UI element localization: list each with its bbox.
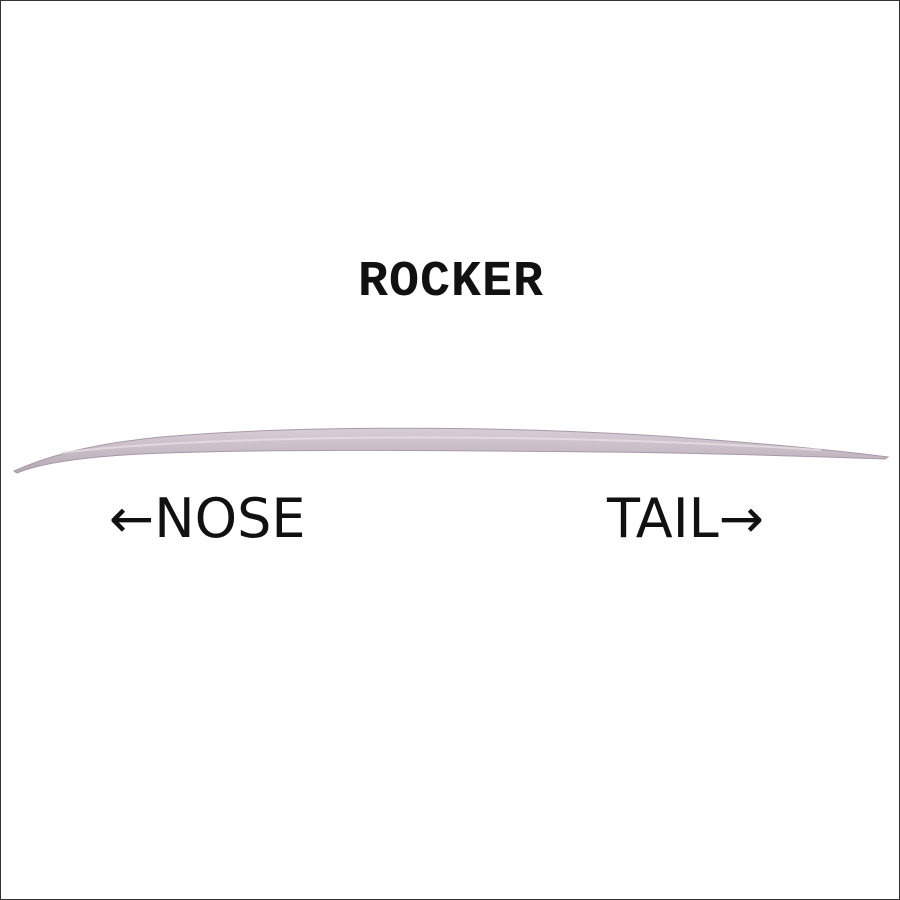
left-arrow-icon: ← bbox=[109, 487, 155, 550]
diagram-title: ROCKER bbox=[357, 254, 545, 311]
right-arrow-icon: → bbox=[718, 487, 764, 550]
nose-label: ←NOSE bbox=[109, 487, 306, 551]
surfboard-shape bbox=[12, 427, 890, 474]
nose-text: NOSE bbox=[154, 487, 306, 550]
tail-label: TAIL→ bbox=[607, 487, 764, 551]
board-highlight bbox=[60, 436, 822, 454]
tail-text: TAIL bbox=[607, 487, 719, 550]
